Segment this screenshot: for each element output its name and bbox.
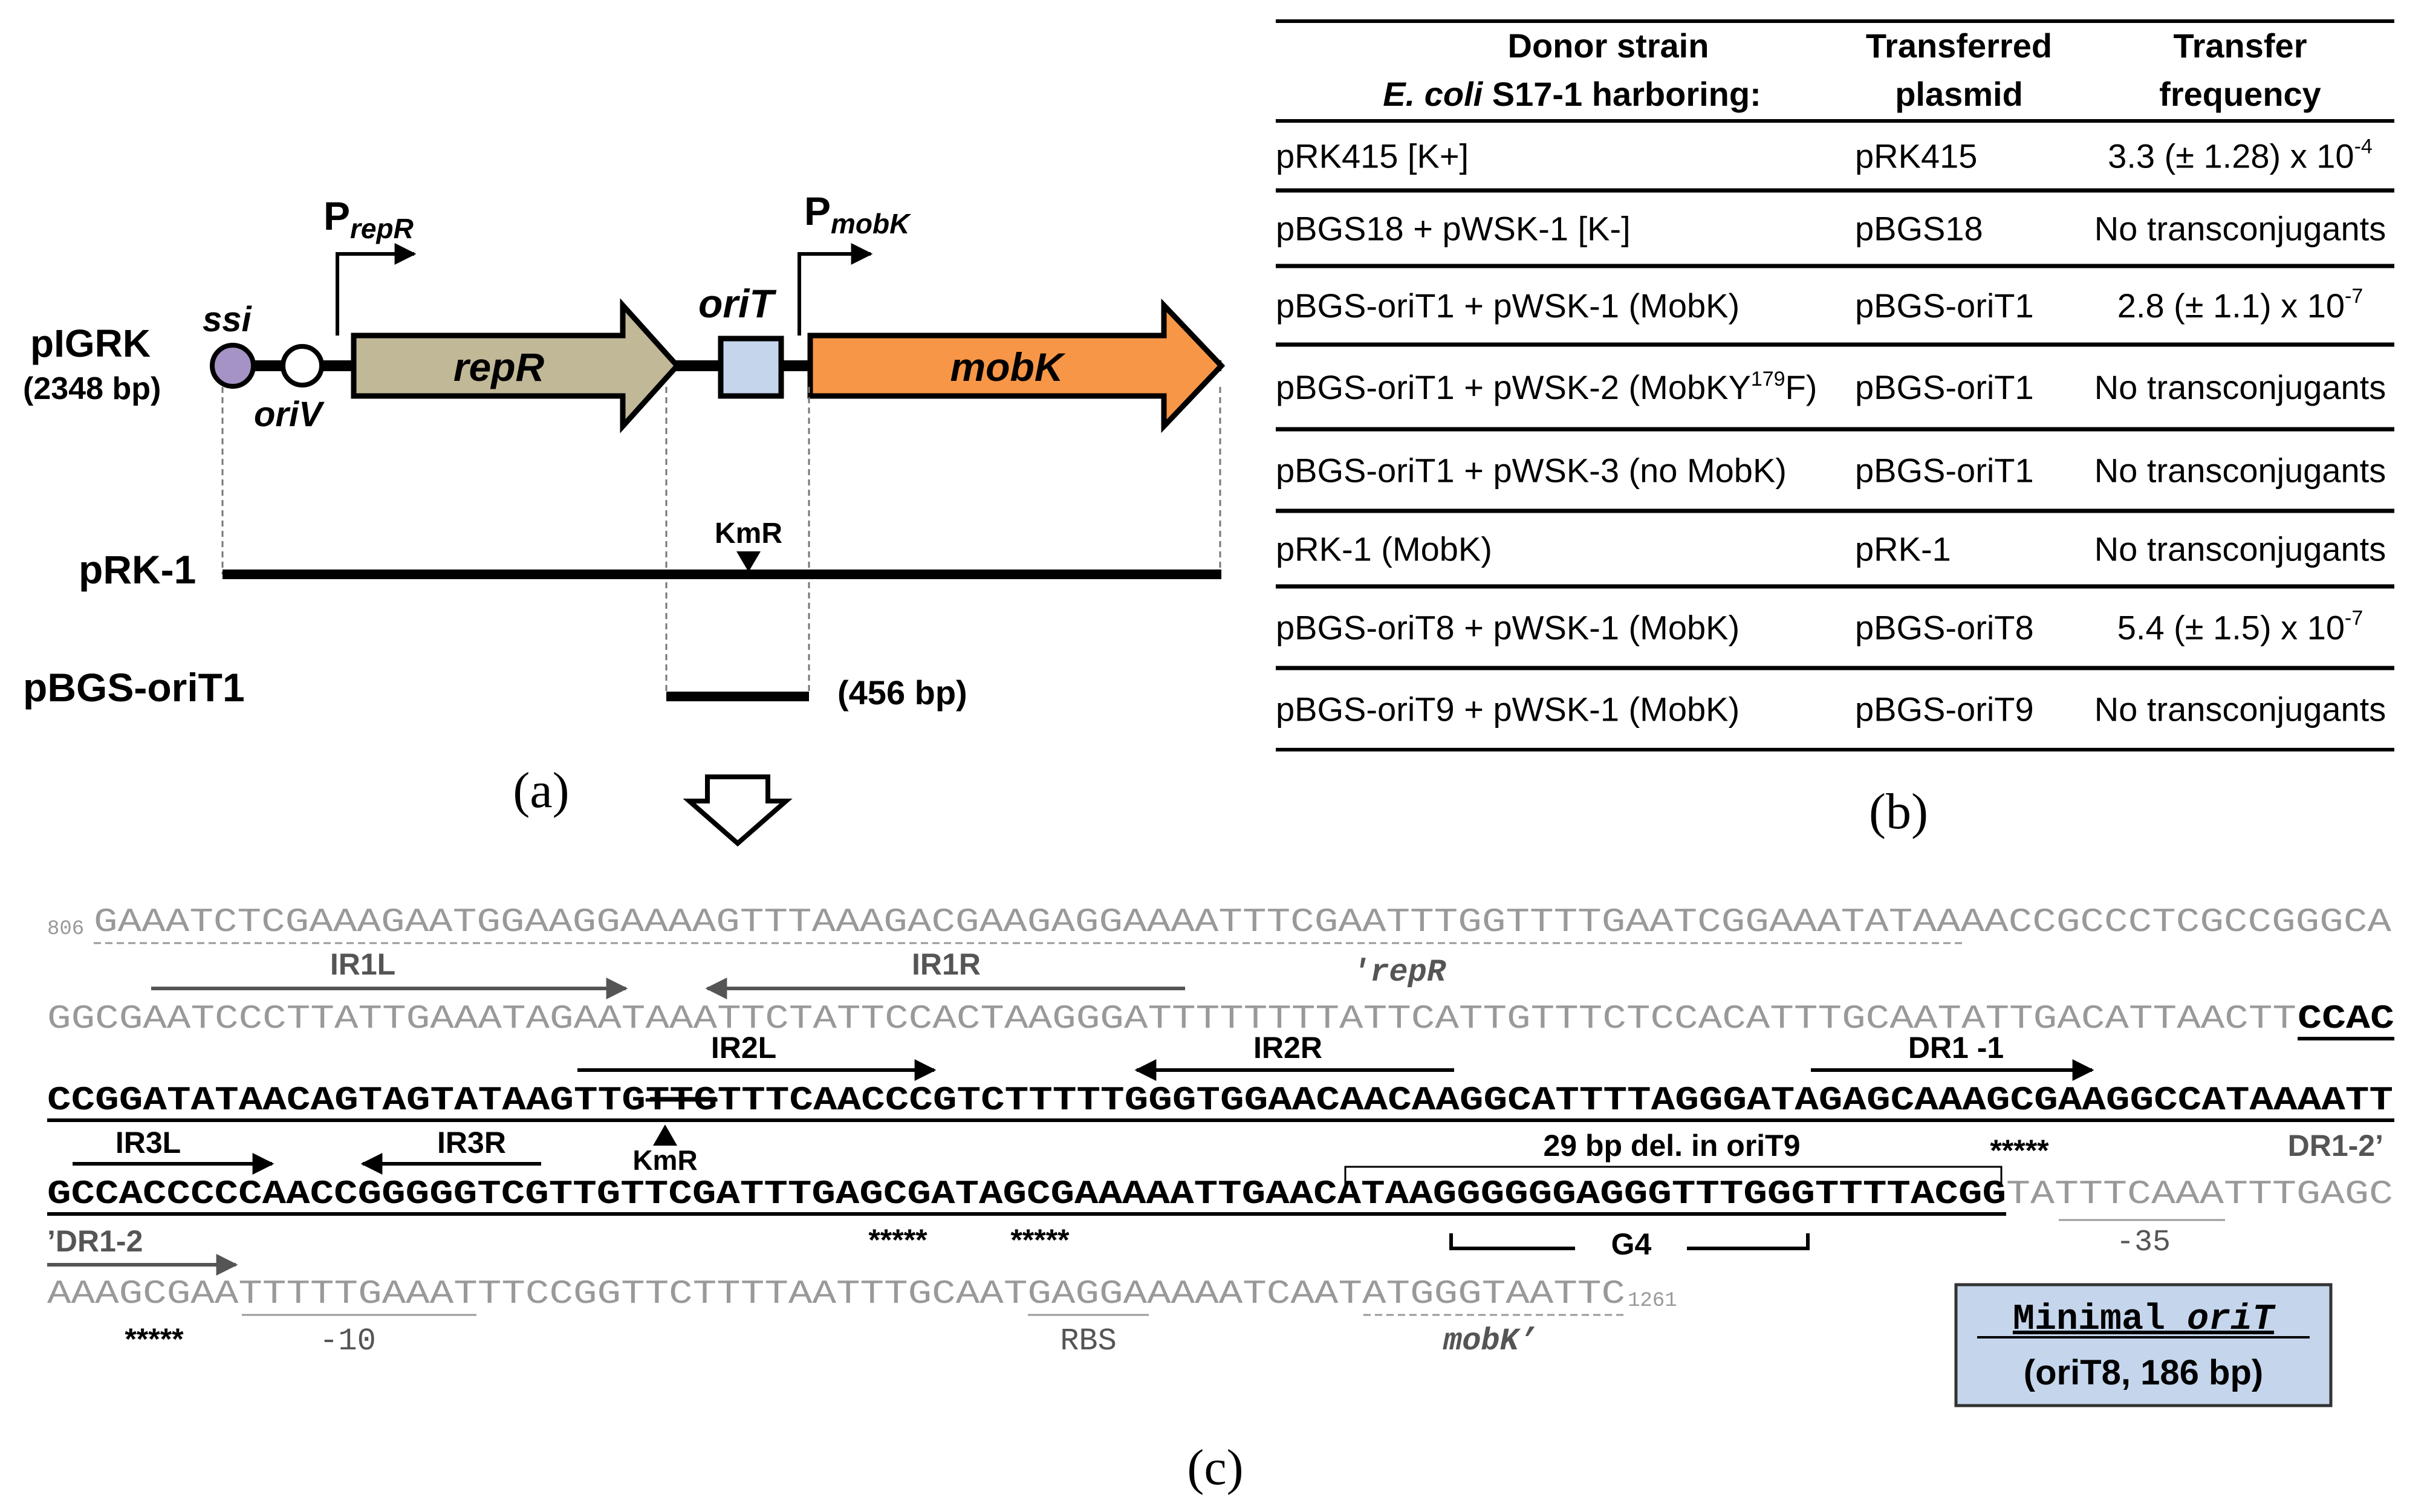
table-cell-frequency: No transconjugants — [2094, 690, 2386, 728]
plasmid-name: pIGRK — [30, 322, 151, 365]
kmr-label-c: KmR — [632, 1144, 697, 1176]
header-plasmid-2: plasmid — [1895, 75, 2023, 113]
table-cell-donor: pRK-1 (MobK) — [1276, 530, 1492, 568]
pos-start: 806 — [47, 918, 84, 941]
table-rows: pRK415 [K+] pRK415 3.3 (± 1.28) x 10-4 pBGS… — [1276, 135, 2394, 751]
table-cell-donor: pBGS-oriT1 + pWSK-3 (no MobK) — [1276, 452, 1787, 490]
table-cell-donor: pBGS-oriT9 + pWSK-1 (MobK) — [1276, 690, 1740, 728]
mobK-promoter-arrow — [798, 243, 873, 336]
panel-b-label: (b) — [1869, 784, 1928, 840]
IR3L-label: IR3L — [115, 1126, 181, 1160]
prk1-label: pRK-1 — [79, 547, 196, 592]
oriT-label: oriT — [698, 281, 776, 326]
minimal-orit-box — [1954, 1283, 2333, 1407]
table-cell-plasmid: pBGS-oriT8 — [1855, 609, 2034, 647]
table-cell-plasmid: pBGS-oriT1 — [1855, 368, 2034, 406]
repR-promoter-arrow — [336, 243, 417, 336]
header-plasmid-1: Transferred — [1866, 27, 2052, 65]
ssi-label: ssi — [203, 300, 253, 339]
table-cell-plasmid: pBGS-oriT9 — [1855, 690, 2034, 728]
table-cell-donor: pBGS-oriT1 + pWSK-1 (MobK) — [1276, 287, 1740, 325]
minimal-orit-subtitle: (oriT8, 186 bp) — [2024, 1353, 2263, 1392]
DR1-1-label: DR1 -1 — [1908, 1031, 2004, 1065]
kmr-label-a: KmR — [715, 518, 782, 550]
del29-label: 29 bp del. in oriT9 — [1543, 1129, 1800, 1163]
table-cell-frequency: 2.8 (± 1.1) x 10-7 — [2117, 285, 2363, 325]
plasmid-size: (2348 bp) — [23, 371, 161, 406]
IR1R-label: IR1R — [912, 947, 981, 981]
oriV-label: oriV — [254, 395, 325, 434]
table-cell-plasmid: pBGS-oriT1 — [1855, 452, 2034, 490]
g4-bracket-left — [1449, 1233, 1575, 1250]
oriT-box — [718, 336, 784, 399]
minimal-orit-title: Minimal oriT — [2013, 1299, 2276, 1340]
seq-line-5: AAAGCGAATTTTTGAAATTTCCGGTTCTTTTAATTTGCAA… — [47, 1274, 1625, 1313]
table-cell-frequency: No transconjugants — [2094, 210, 2386, 248]
repR-gene-arrow — [351, 298, 681, 433]
stars-ir3-a: ***** — [868, 1223, 927, 1257]
stars-dr1-2: ***** — [125, 1322, 184, 1356]
DR1-2p-label: DR1-2’ — [2288, 1129, 2383, 1163]
down-arrow-icon — [683, 774, 793, 847]
pbgs-label: pBGS-oriT1 — [23, 665, 245, 710]
header-freq-1: Transfer — [2174, 27, 2307, 65]
pos-end: 1261 — [1628, 1290, 1677, 1312]
seq-line-2: GGCGAATCCCTTATTGAAATAGAATAAATTCTATTCCACT… — [47, 999, 2296, 1038]
seq-line-4-gray: TATTTCAAATTTGAGC — [2006, 1175, 2393, 1213]
IR2R-label: IR2R — [1253, 1031, 1322, 1065]
header-freq-2: frequency — [2159, 75, 2321, 113]
size456-label: (456 bp) — [837, 673, 967, 712]
table-cell-frequency: No transconjugants — [2094, 530, 2386, 568]
panel-c-label: (c) — [1187, 1439, 1243, 1496]
kmr-triangle-c — [653, 1124, 677, 1146]
table-cell-donor: pBGS-oriT1 + pWSK-2 (MobKY179F) — [1276, 368, 1817, 406]
table-cell-frequency: 3.3 (± 1.28) x 10-4 — [2108, 135, 2373, 175]
header-donor-2: E. coli S17-1 harboring: — [1383, 75, 1761, 113]
IR2L-label: IR2L — [711, 1031, 776, 1065]
table-cell-donor: pBGS18 + pWSK-1 [K-] — [1276, 210, 1631, 248]
IR1L-label: IR1L — [330, 947, 395, 981]
table-cell-donor: pBGS-oriT8 + pWSK-1 (MobK) — [1276, 609, 1740, 647]
repR-end-label: 'repR — [1351, 955, 1446, 990]
stars-dr1-1: ***** — [1990, 1134, 2049, 1167]
table-cell-donor: pRK415 [K+] — [1276, 137, 1469, 175]
repR-label: repR — [453, 345, 545, 389]
m10-label: -10 — [319, 1323, 376, 1359]
G4-label: G4 — [1611, 1227, 1652, 1261]
m35-label: -35 — [2116, 1225, 2171, 1260]
panel-c-sequence: 806 GAAATCTCGAAAGAATGGAAGGAAAAGTTTAAAGAC… — [47, 903, 2394, 1496]
mobK-gene-arrow — [807, 298, 1226, 433]
mobK-start-label: mobK’ — [1443, 1323, 1538, 1359]
panel-a-label: (a) — [513, 762, 569, 819]
DR1-2-label: ’DR1-2 — [47, 1224, 143, 1258]
table-cell-plasmid: pRK415 — [1855, 137, 1977, 175]
header-donor-1: Donor strain — [1508, 27, 1709, 65]
ssi-site — [210, 343, 256, 389]
seq-line-4-bold: GCCACCCCCAACCGGGGGTCGTTGTTCGATTTGAGCGATA… — [47, 1175, 2006, 1213]
panel-a: pIGRK (2348 bp) ssi oriV repR PrepR oriT… — [23, 189, 1226, 847]
table-cell-frequency: 5.4 (± 1.5) x 10-7 — [2117, 607, 2363, 647]
oriV-site — [281, 344, 324, 388]
mobK-promoter-label: PmobK — [804, 189, 911, 239]
mobK-label: mobK — [950, 345, 1066, 389]
stars-ir3-b: ***** — [1010, 1223, 1070, 1257]
IR3R-label: IR3R — [437, 1126, 506, 1160]
panel-b-table: Donor strain E. coli S17-1 harboring: Tr… — [1276, 19, 2394, 840]
table-cell-plasmid: pBGS18 — [1855, 210, 1983, 248]
del29-bracket — [1344, 1166, 2003, 1185]
rbs-label: RBS — [1060, 1323, 1117, 1359]
seq-line-2-bold: CCAC — [2298, 999, 2394, 1038]
table-cell-plasmid: pBGS-oriT1 — [1855, 287, 2034, 325]
table-cell-frequency: No transconjugants — [2094, 368, 2386, 406]
seq-line-1: GAAATCTCGAAAGAATGGAAGGAAAAGTTTAAAGACGAAG… — [94, 903, 2391, 941]
table-cell-plasmid: pRK-1 — [1855, 530, 1951, 568]
table-cell-frequency: No transconjugants — [2094, 452, 2386, 490]
g4-bracket-right — [1687, 1233, 1810, 1250]
kmr-triangle-a — [736, 551, 761, 572]
repR-promoter-label: PrepR — [323, 193, 414, 244]
